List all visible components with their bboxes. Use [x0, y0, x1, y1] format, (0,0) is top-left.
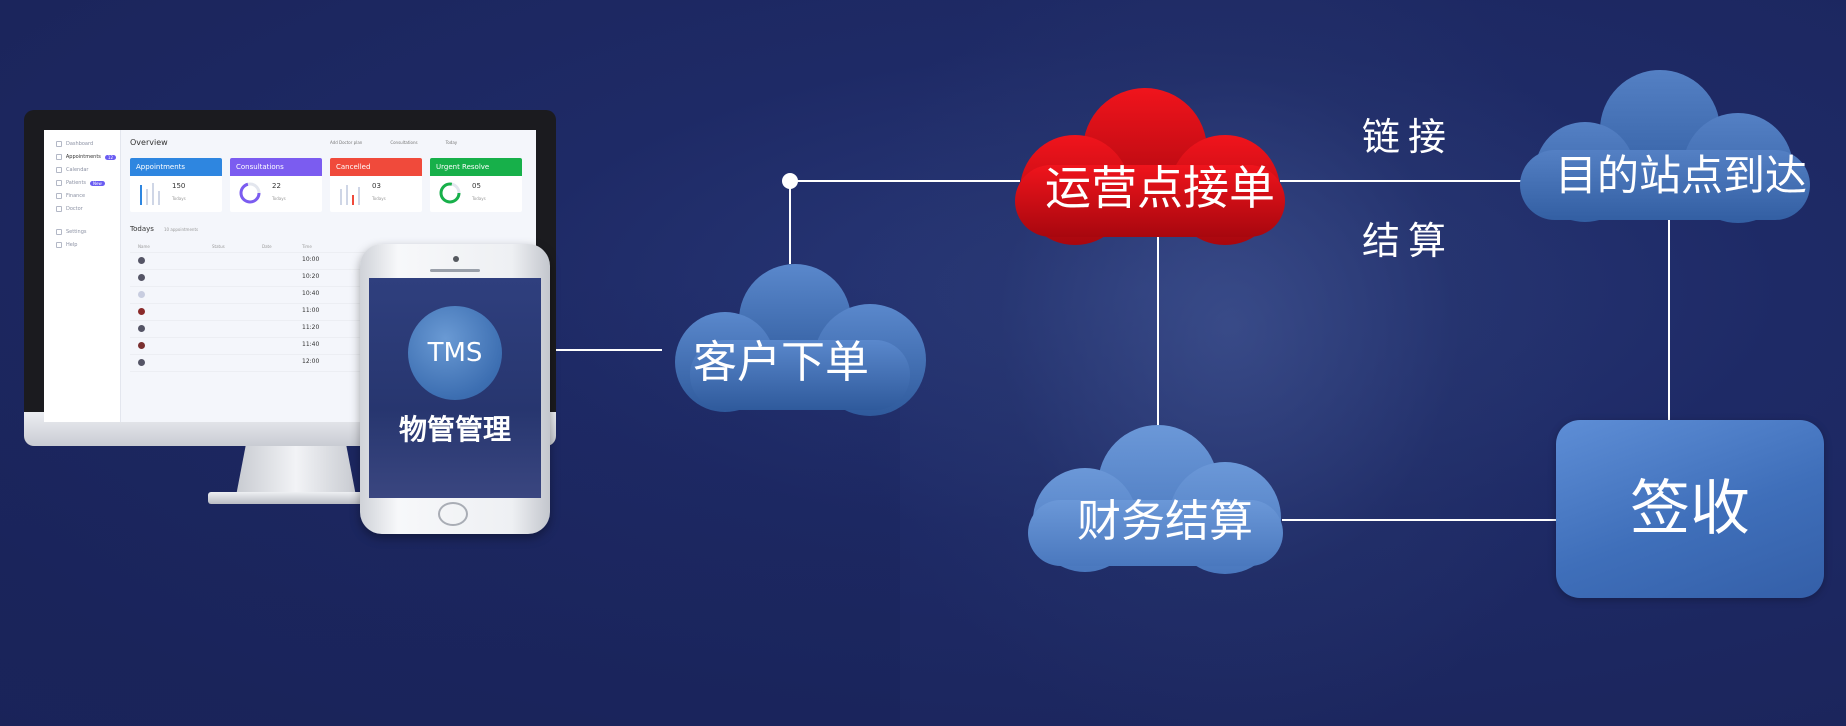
cloud-finance — [1028, 425, 1283, 574]
table-header: Name Status Date Time — [130, 242, 530, 253]
help-icon — [56, 242, 62, 248]
bar-sparkline-icon — [140, 183, 160, 205]
card-sub: Todays — [472, 196, 486, 201]
appointments-table: Name Status Date Time 10:00 10:20 10:40 … — [130, 242, 530, 372]
ring-chart-icon — [239, 182, 261, 204]
todays-title: Todays — [130, 225, 154, 233]
calendar-icon — [56, 154, 62, 160]
card-value: 150 — [172, 182, 186, 190]
dashboard-main: Overview Add Doctor plan Consultations T… — [130, 130, 530, 422]
column-header: Time — [302, 244, 312, 249]
tms-badge: TMS — [408, 306, 502, 400]
card-sub: Todays — [172, 196, 186, 201]
card-sub: Todays — [272, 196, 286, 201]
row-time: 10:20 — [302, 273, 320, 280]
sidebar-item[interactable]: Help — [56, 241, 116, 249]
monitor-base — [208, 492, 396, 504]
stat-card[interactable]: Consultations 22 Todays — [230, 158, 322, 212]
card-value: 22 — [272, 182, 281, 190]
speaker-icon — [430, 269, 480, 272]
cloud-customer-order — [675, 264, 926, 416]
sidebar-item[interactable]: Dashboard — [56, 140, 116, 148]
node-customer-order: 客户下单 — [693, 337, 869, 388]
card-title: Cancelled — [330, 158, 422, 176]
cloud-station-accept — [1015, 88, 1285, 245]
column-header: Name — [138, 244, 150, 249]
avatar — [138, 359, 145, 366]
column-header: Status — [212, 244, 225, 249]
edge-label-settle: 结算 — [1362, 219, 1455, 263]
card-value: 05 — [472, 182, 481, 190]
toolbar-item[interactable]: Consultations — [390, 140, 418, 145]
avatar — [138, 291, 145, 298]
table-row[interactable]: 11:20 — [130, 321, 530, 338]
stat-card[interactable]: Urgent Resolve 05 Todays — [430, 158, 522, 212]
overview-title: Overview — [130, 138, 168, 147]
sidebar-item[interactable]: Finance — [56, 192, 116, 200]
overview-toolbar: Add Doctor plan Consultations Today — [330, 140, 457, 145]
toolbar-item[interactable]: Add Doctor plan — [330, 140, 363, 145]
phone-title: 物管管理 — [398, 413, 511, 446]
mobile-phone: TMS 物管管理 — [360, 244, 550, 534]
gear-icon — [56, 229, 62, 235]
sidebar-item[interactable]: Calendar — [56, 166, 116, 174]
avatar — [138, 308, 145, 315]
home-button-icon — [438, 502, 468, 526]
stat-card[interactable]: Appointments 150 Todays — [130, 158, 222, 212]
line-customer-to-station — [789, 180, 1020, 264]
toolbar-item[interactable]: Today — [445, 140, 458, 145]
table-row[interactable]: 12:00 — [130, 355, 530, 372]
background-figure — [870, 0, 1590, 726]
phone-screen: TMS 物管管理 — [369, 278, 541, 498]
sidebar-item[interactable]: Settings — [56, 228, 116, 236]
avatar — [138, 257, 145, 264]
edge-label-link: 链接 — [1362, 115, 1455, 159]
camera-icon — [453, 256, 459, 262]
avatar — [138, 274, 145, 281]
stat-card[interactable]: Cancelled 03 Todays — [330, 158, 422, 212]
user-icon — [56, 180, 62, 186]
node-finance-settle: 财务结算 — [1077, 496, 1253, 547]
node-sign-receipt: 签收 — [1630, 474, 1750, 544]
card-title: Urgent Resolve — [430, 158, 522, 176]
monitor-neck — [236, 446, 356, 496]
table-row[interactable]: 11:00 — [130, 304, 530, 321]
row-time: 11:20 — [302, 324, 320, 331]
card-sub: Todays — [372, 196, 386, 201]
card-title: Consultations — [230, 158, 322, 176]
card-title: Appointments — [130, 158, 222, 176]
ring-chart-icon — [439, 182, 461, 204]
node-station-accept: 运营点接单 — [1045, 161, 1275, 215]
todays-subtitle: 10 appointments — [164, 227, 199, 232]
column-header: Date — [262, 244, 272, 249]
row-time: 11:00 — [302, 307, 320, 314]
row-time: 11:40 — [302, 341, 320, 348]
avatar — [138, 342, 145, 349]
junction-dot — [782, 173, 798, 189]
table-row[interactable]: 10:20 — [130, 270, 530, 287]
finance-icon — [56, 193, 62, 199]
doctor-icon — [56, 206, 62, 212]
calendar-icon — [56, 167, 62, 173]
node-sign-box: 签收 — [1556, 420, 1824, 598]
node-destination-arrive: 目的站点到达 — [1554, 151, 1807, 200]
row-time: 12:00 — [302, 358, 320, 365]
row-time: 10:40 — [302, 290, 320, 297]
sidebar-item[interactable]: Doctor — [56, 205, 116, 213]
table-row[interactable]: 10:00 — [130, 253, 530, 270]
cloud-destination — [1520, 70, 1810, 223]
card-value: 03 — [372, 182, 381, 190]
bar-sparkline-icon — [340, 185, 360, 205]
table-row[interactable]: 11:40 — [130, 338, 530, 355]
row-time: 10:00 — [302, 256, 320, 263]
table-row[interactable]: 10:40 — [130, 287, 530, 304]
dashboard-icon — [56, 141, 62, 147]
avatar — [138, 325, 145, 332]
